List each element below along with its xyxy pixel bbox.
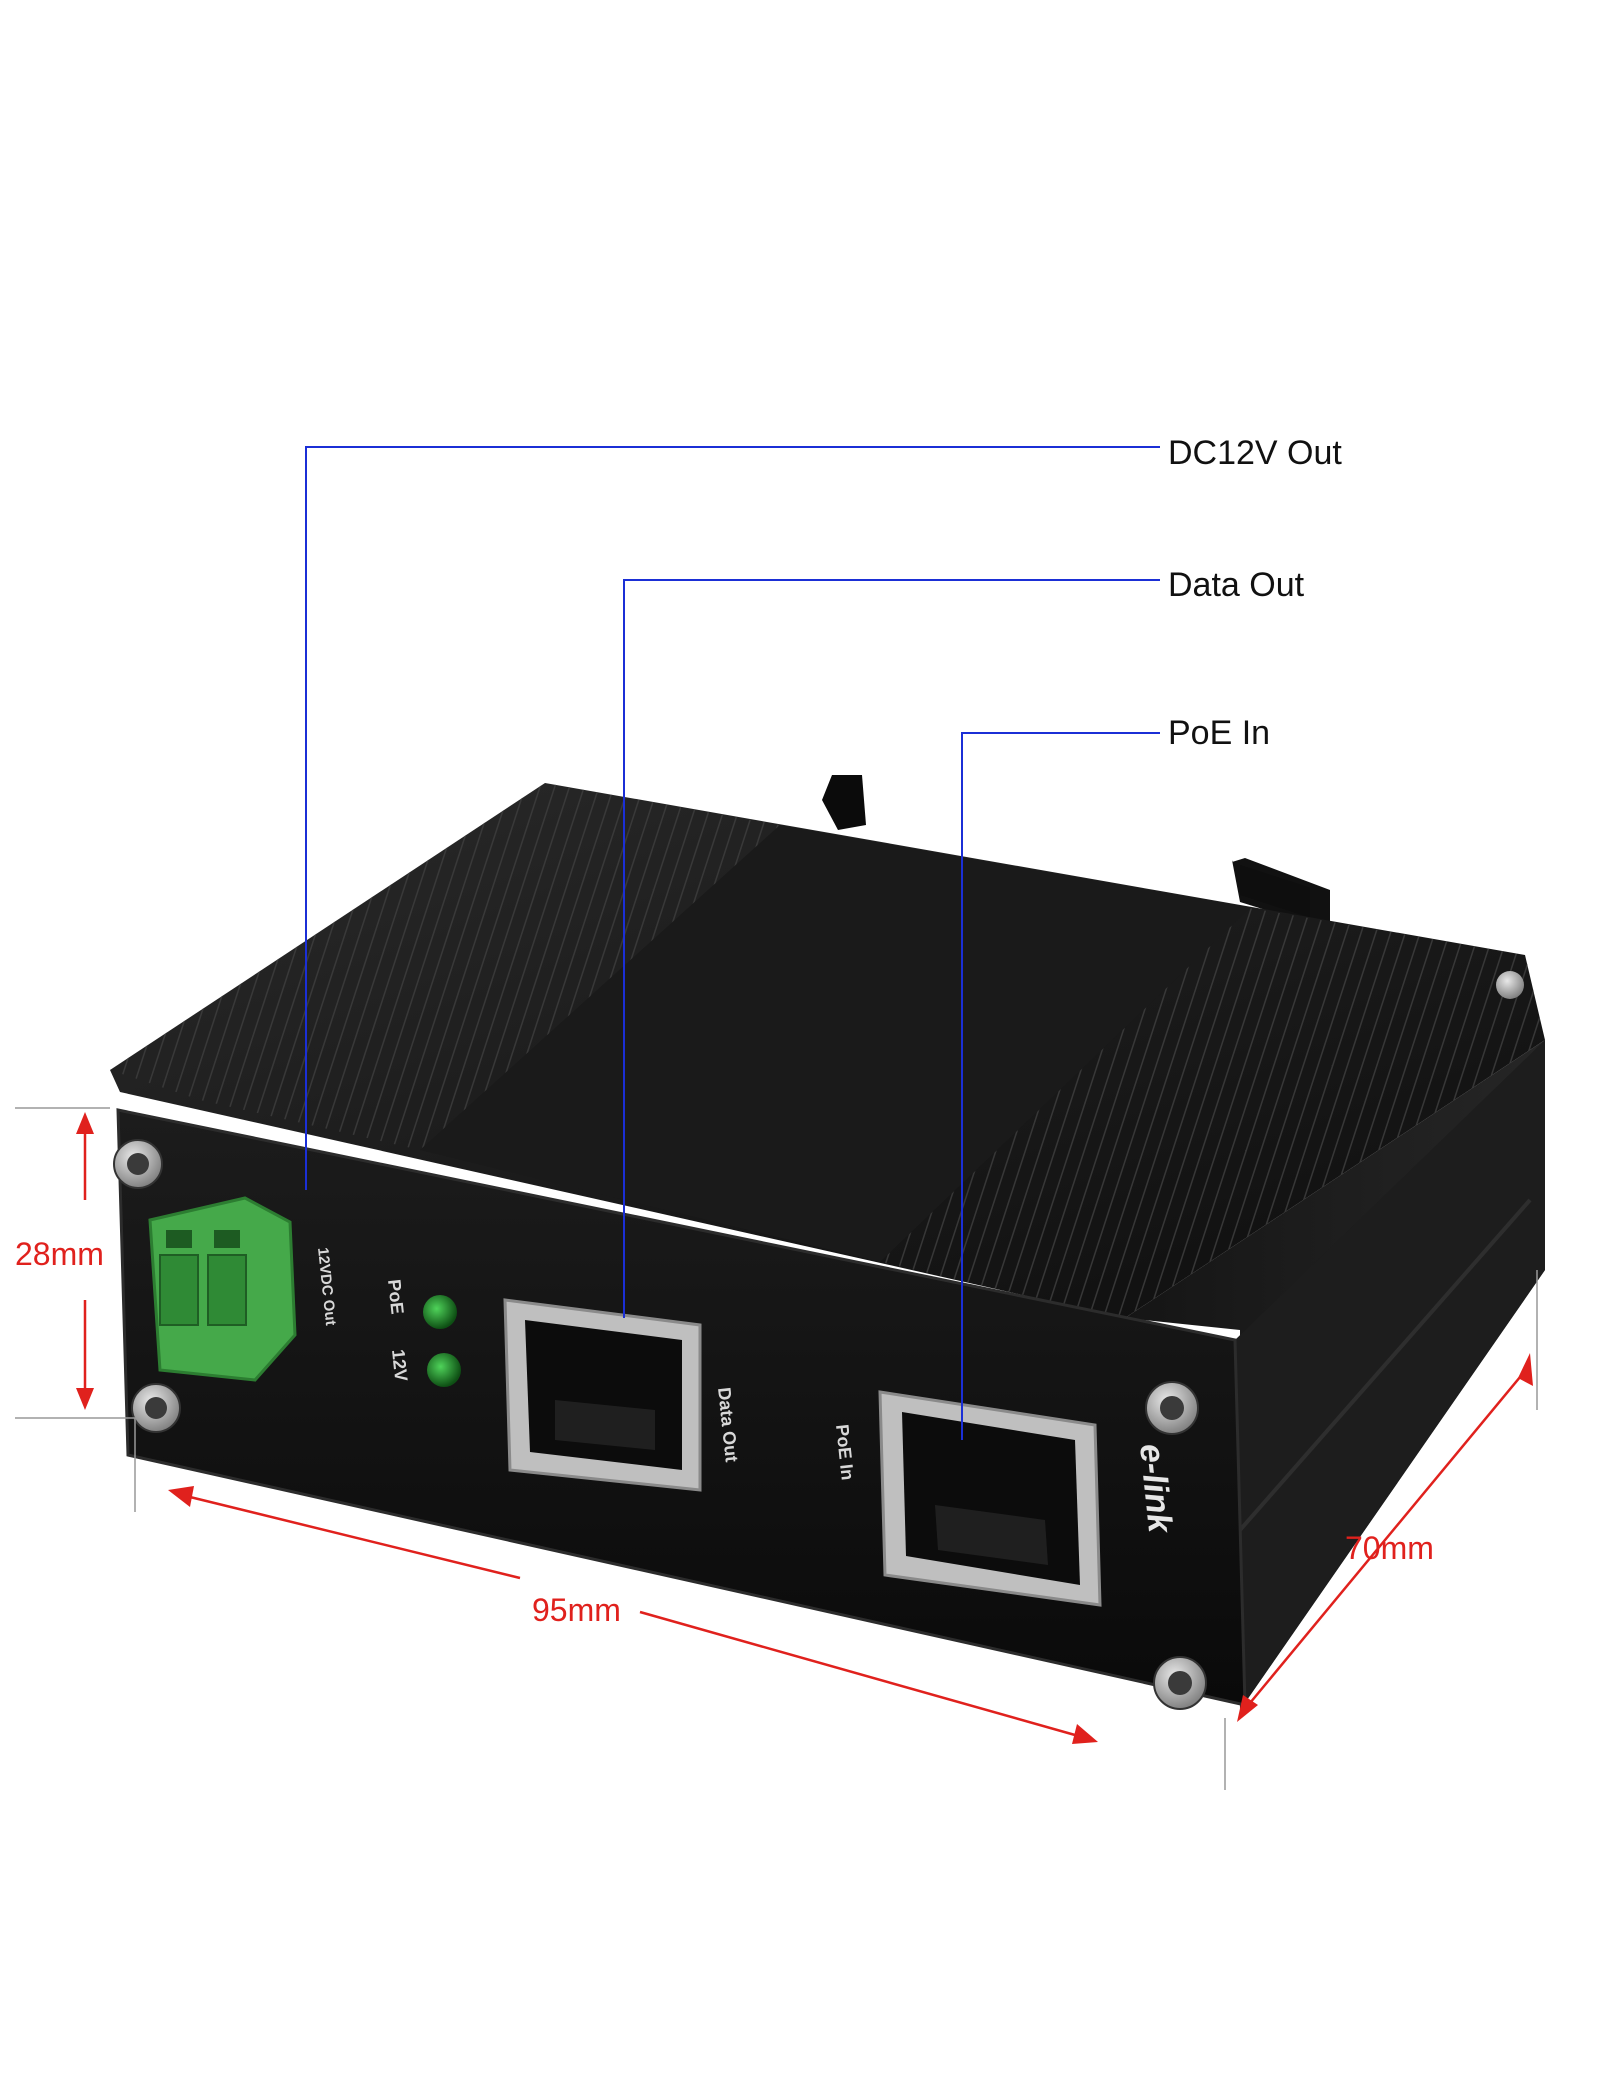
housing-top — [110, 783, 1545, 1318]
led-12v-label: 12V — [388, 1348, 411, 1382]
callout-dc12v-out: DC12V Out — [1168, 434, 1342, 472]
dimension-depth: 70mm — [1345, 1530, 1434, 1566]
callout-lines — [305, 446, 1160, 1440]
dimension-height: 28mm — [15, 1236, 104, 1272]
rj45-port-poe — [878, 1390, 1102, 1607]
din-clip — [822, 775, 1330, 930]
callout-data-out: Data Out — [1168, 566, 1305, 604]
led-indicator — [423, 1295, 461, 1387]
brand-logo: e-link — [1132, 1442, 1179, 1536]
led-poe-label: PoE — [384, 1278, 408, 1315]
callout-poe-in: PoE In — [1168, 714, 1271, 752]
rj45-port-data — [503, 1298, 702, 1492]
dimension-markers — [15, 1107, 1538, 1790]
screw — [113, 971, 1524, 1710]
housing-side — [1125, 1040, 1545, 1710]
terminal-block — [148, 1196, 297, 1382]
dimension-width: 95mm — [532, 1592, 621, 1628]
